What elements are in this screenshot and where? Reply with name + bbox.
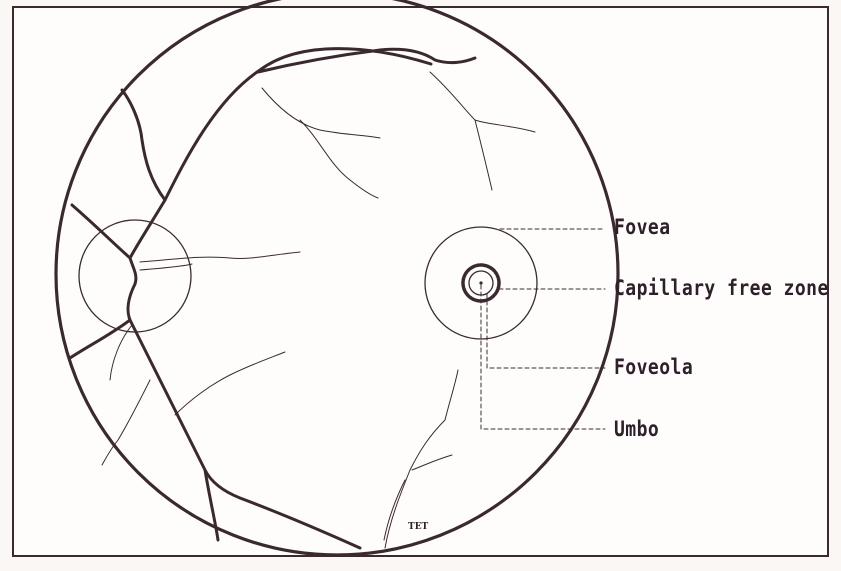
artist-initials: TET	[408, 522, 428, 532]
fovea-label: Fovea	[614, 215, 671, 239]
umbo-label: Umbo	[614, 417, 659, 441]
minor-vessels	[102, 72, 535, 548]
leader-lines	[481, 229, 605, 429]
foveola-leader	[487, 294, 605, 368]
capillary-free-zone-label: Capillary free zone	[614, 276, 829, 300]
umbo-leader	[481, 285, 605, 429]
major-vessels	[70, 49, 475, 548]
umbo-dot	[479, 281, 482, 284]
retina-outline	[56, 0, 618, 555]
foveola-label: Foveola	[614, 355, 693, 379]
